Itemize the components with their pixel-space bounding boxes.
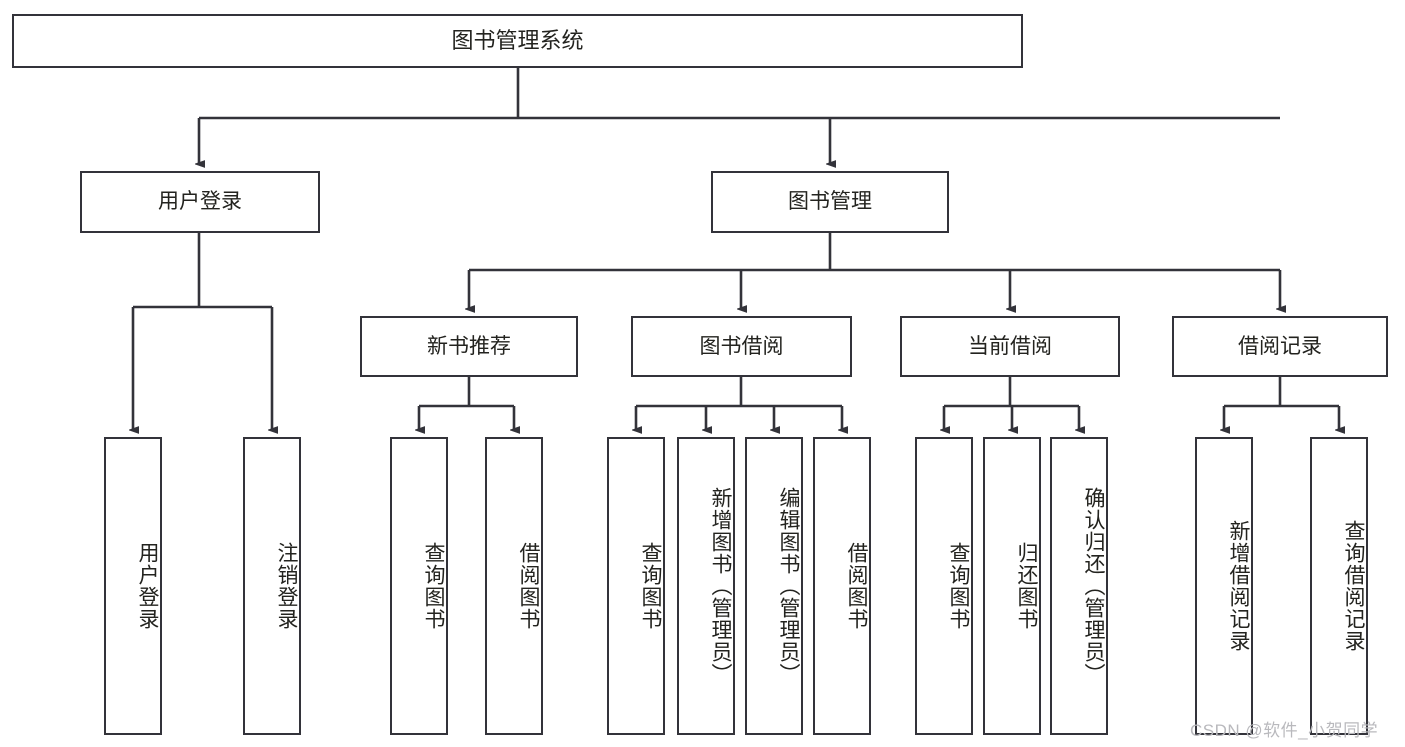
node-label: 用户登录 bbox=[158, 190, 242, 214]
node-label: 新增借阅记录 bbox=[1227, 520, 1250, 652]
node-leaf-query-record[interactable]: 查询借阅记录 bbox=[1310, 437, 1368, 735]
node-label: 用户登录 bbox=[136, 542, 159, 630]
node-label: 借阅图书 bbox=[845, 542, 868, 630]
node-leaf-query-book-current[interactable]: 查询图书 bbox=[915, 437, 973, 735]
node-book-borrow[interactable]: 图书借阅 bbox=[631, 316, 852, 377]
csdn-watermark: CSDN @软件_小贺同学 bbox=[1190, 721, 1379, 740]
node-label: 图书借阅 bbox=[699, 334, 784, 358]
node-label: 当前借阅 bbox=[968, 334, 1052, 358]
node-label: 借阅图书 bbox=[517, 542, 540, 630]
node-new-book-recommend[interactable]: 新书推荐 bbox=[360, 316, 578, 377]
node-borrow-record[interactable]: 借阅记录 bbox=[1172, 316, 1388, 377]
node-current-borrow[interactable]: 当前借阅 bbox=[900, 316, 1120, 377]
node-user-login[interactable]: 用户登录 bbox=[80, 171, 320, 233]
node-leaf-add-book[interactable]: 新增图书（管理员） bbox=[677, 437, 735, 735]
node-label: 编辑图书（管理员） bbox=[777, 487, 800, 685]
node-label: 查询图书 bbox=[422, 542, 445, 630]
node-leaf-confirm-return[interactable]: 确认归还（管理员） bbox=[1050, 437, 1108, 735]
node-leaf-user-login[interactable]: 用户登录 bbox=[104, 437, 162, 735]
node-leaf-borrow-book[interactable]: 借阅图书 bbox=[813, 437, 871, 735]
node-book-manage[interactable]: 图书管理 bbox=[711, 171, 949, 233]
node-root-system[interactable]: 图书管理系统 bbox=[12, 14, 1023, 68]
node-leaf-borrow-book-recommend[interactable]: 借阅图书 bbox=[485, 437, 543, 735]
node-label: 图书管理 bbox=[788, 190, 872, 214]
node-leaf-edit-book[interactable]: 编辑图书（管理员） bbox=[745, 437, 803, 735]
node-leaf-query-book-borrow[interactable]: 查询图书 bbox=[607, 437, 665, 735]
node-leaf-logout[interactable]: 注销登录 bbox=[243, 437, 301, 735]
node-label: 确认归还（管理员） bbox=[1082, 487, 1105, 685]
node-label: 新增图书（管理员） bbox=[709, 487, 732, 685]
node-leaf-query-book-recommend[interactable]: 查询图书 bbox=[390, 437, 448, 735]
node-label: 归还图书 bbox=[1015, 542, 1038, 630]
node-label: 新书推荐 bbox=[427, 334, 511, 358]
node-label: 查询图书 bbox=[639, 542, 662, 630]
node-label: 查询图书 bbox=[947, 542, 970, 630]
node-leaf-add-record[interactable]: 新增借阅记录 bbox=[1195, 437, 1253, 735]
node-label: 借阅记录 bbox=[1238, 334, 1322, 358]
node-leaf-return-book[interactable]: 归还图书 bbox=[983, 437, 1041, 735]
node-label: 图书管理系统 bbox=[451, 27, 584, 53]
node-label: 查询借阅记录 bbox=[1342, 520, 1365, 652]
node-label: 注销登录 bbox=[275, 542, 298, 630]
